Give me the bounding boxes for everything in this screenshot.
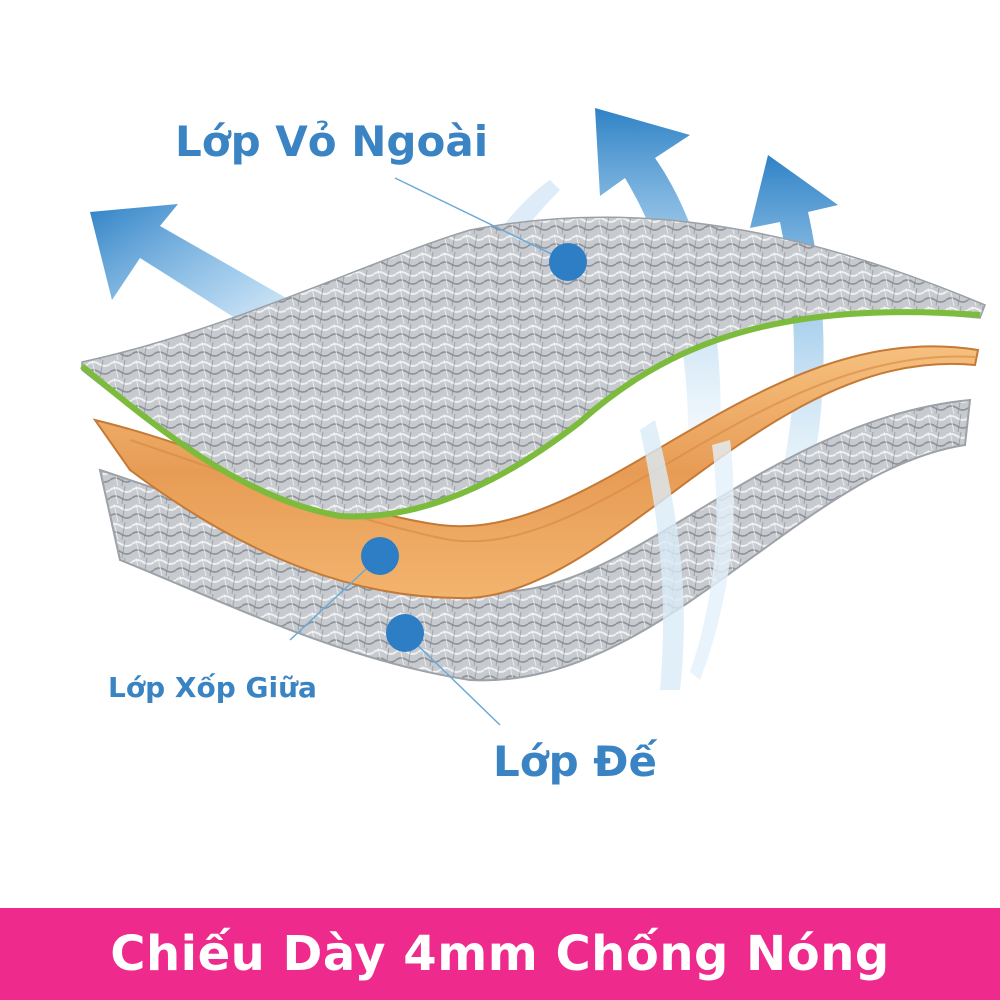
arrow-overlay-streak-2: [690, 440, 734, 680]
leader-line-outer: [394, 177, 569, 263]
arrow-overlay-streak: [640, 420, 684, 690]
marker-middle-layer: [361, 537, 399, 575]
arrow-right-icon: [750, 155, 838, 520]
marker-outer-layer: [549, 243, 587, 281]
marker-base-layer: [386, 614, 424, 652]
outer-layer-green-edge: [80, 309, 981, 520]
leader-line-base: [404, 632, 501, 726]
arrow-top-icon: [595, 108, 721, 450]
leader-lines: [289, 177, 569, 726]
label-outer-layer: Lớp Vỏ Ngoài: [175, 117, 488, 166]
label-base-layer: Lớp Đế: [493, 737, 657, 786]
banner-title: Chiếu Dày 4mm Chống Nóng: [110, 926, 890, 982]
bottom-banner: Chiếu Dày 4mm Chống Nóng: [0, 908, 1000, 1000]
leader-line-middle: [289, 555, 381, 641]
label-middle-layer: Lớp Xốp Giữa: [108, 671, 317, 704]
